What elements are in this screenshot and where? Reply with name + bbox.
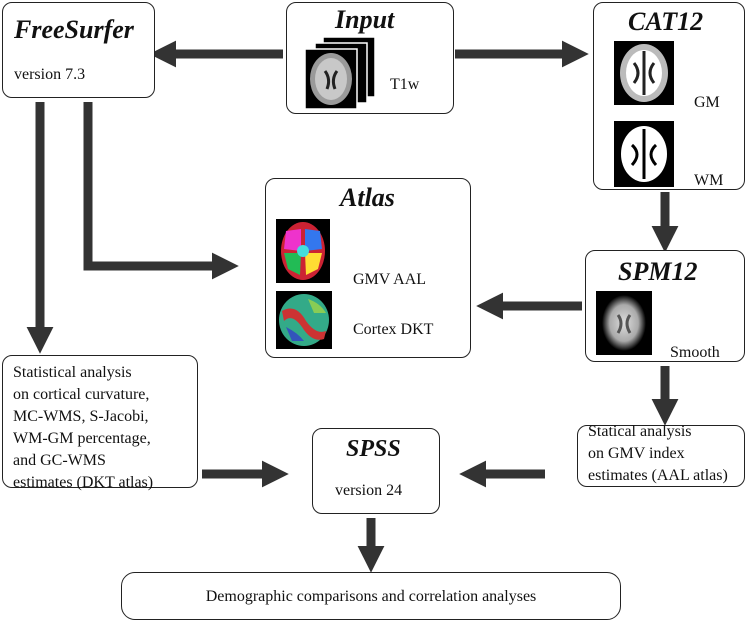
spss-version: version 24 [335,482,403,499]
spss-box: SPSS version 24 [312,428,440,514]
cat12-title: CAT12 [628,7,704,36]
arrow-freesurfer-to-atlas [83,102,239,280]
atlas-title: Atlas [340,183,395,212]
smooth-label: Smooth [670,344,720,361]
freesurfer-box: FreeSurfer version 7.3 [2,2,155,98]
spss-title: SPSS [346,436,401,462]
input-label: T1w [390,76,420,93]
wm-label: WM [694,172,724,189]
stats-left-line: MC-WMS, S-Jacobi, [13,408,149,425]
smooth-image [596,291,652,355]
stats-right-line: estimates (AAL atlas) [588,467,728,484]
stats-left-text: Statistical analysis on cortical curvatu… [13,362,153,494]
wm-image [614,121,674,187]
input-box: Input T1w [286,2,454,114]
t1w-stack-image [304,36,376,110]
final-box: Demographic comparisons and correlation … [121,572,621,620]
gmv-aal-label: GMV AAL [353,271,427,288]
stats-left-line: Statistical analysis [13,364,132,381]
spm12-box: SPM12 Smooth [585,250,745,362]
freesurfer-version: version 7.3 [14,66,86,83]
stats-right-box: Statical analysis on GMV index estimates… [577,423,745,487]
freesurfer-title: FreeSurfer [14,15,134,44]
stats-right-line: Statical analysis [588,423,692,440]
gm-label: GM [694,94,720,111]
spm12-title: SPM12 [618,257,698,286]
stats-right-line: on GMV index [588,445,685,462]
stats-left-box: Statistical analysis on cortical curvatu… [2,355,198,491]
stats-left-line: WM-GM percentage, [13,430,151,447]
stats-right-text: Statical analysis on GMV index estimates… [588,421,728,487]
final-label: Demographic comparisons and correlation … [205,588,537,605]
cortex-dkt-label: Cortex DKT [353,321,434,338]
cat12-box: CAT12 GM WM [593,2,745,190]
input-title: Input [335,5,395,34]
cortex-dkt-image [276,291,332,349]
gmv-aal-image [276,219,330,283]
atlas-box: Atlas GMV AAL Cortex DKT [265,178,471,358]
stats-left-line: and GC-WMS [13,452,106,469]
stats-left-line: estimates (DKT atlas) [13,474,154,491]
gm-image [614,41,674,105]
stats-left-line: on cortical curvature, [13,386,150,403]
